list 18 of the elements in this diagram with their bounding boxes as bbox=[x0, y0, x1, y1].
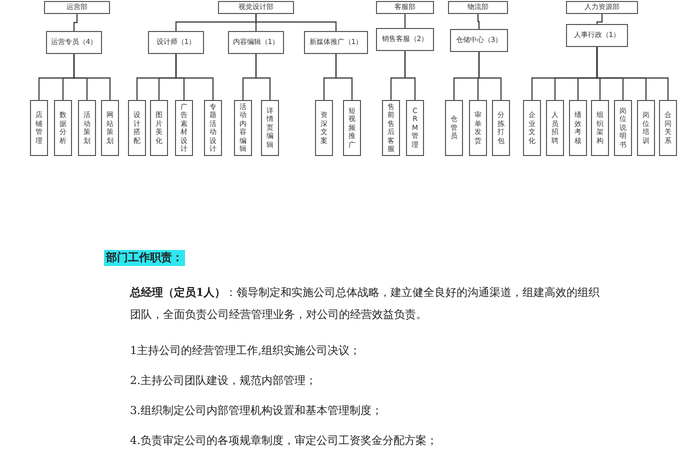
connector-line bbox=[73, 54, 111, 100]
connector-line bbox=[255, 54, 271, 100]
list-item: 1主持公司的经营管理工作,组织实施公司决议； bbox=[130, 343, 362, 359]
connector-line bbox=[477, 14, 480, 29]
connector-line bbox=[175, 54, 214, 100]
connector-line bbox=[73, 14, 78, 31]
list-item: 2.主持公司团队建设，规范内部管理； bbox=[130, 373, 318, 389]
connector-line bbox=[404, 51, 416, 100]
connector-line bbox=[335, 54, 353, 100]
connector-line bbox=[404, 14, 406, 28]
connector-line bbox=[596, 14, 603, 24]
list-item: 4.负责审定公司的各项规章制度，审定公司工资奖金分配方案； bbox=[130, 433, 438, 449]
connector-line bbox=[596, 47, 669, 100]
paragraph: 总经理（定员1人）：领导制定和实施公司总体战略，建立健全良好的沟通渠道，组建高效的组织团队，全面负责公司经营管理业务，对公司的经营效益负责。 bbox=[130, 285, 600, 323]
connector-line bbox=[478, 52, 502, 100]
connector-line bbox=[255, 14, 337, 31]
list-item: 3.组织制定公司内部管理机构设置和基本管理制度； bbox=[130, 403, 384, 419]
section-heading: 部门工作职责： bbox=[104, 250, 185, 266]
